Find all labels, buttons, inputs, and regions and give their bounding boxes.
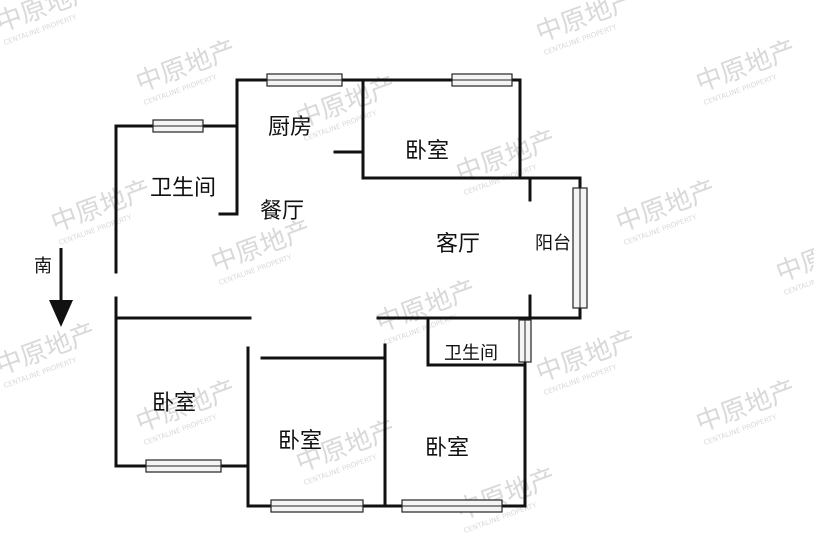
room-label-balcony: 阳台 [535,233,571,254]
window-bath-c [518,319,532,363]
window-kitchen [266,73,343,87]
room-label-bedroom-se: 卧室 [425,436,469,461]
room-label-bath-c: 卫生间 [444,343,498,364]
room-label-bedroom-ne: 卧室 [405,139,449,164]
room-label-bedroom-sw: 卧室 [152,391,196,416]
room-label-bedroom-sc: 卧室 [278,429,322,454]
room-label-kitchen: 厨房 [268,115,312,140]
room-label-bath-w: 卫生间 [150,176,216,201]
window-balcony [572,187,588,309]
wall-bedroom-ne [361,78,532,180]
window-bath-w [152,119,204,133]
watermark-text: 中原地产 [0,0,100,39]
window-bedroom-ne [451,73,513,87]
window-bedroom-sc [270,499,364,513]
room-label-living: 客厅 [436,232,480,257]
compass-arrow-icon [49,248,73,327]
room-label-dining: 餐厅 [260,199,304,224]
compass-label: 南 [34,256,52,277]
windows [145,73,588,513]
window-bedroom-sw [145,459,222,473]
watermark-text: 中原地产 [772,225,814,289]
window-bedroom-se [401,499,503,513]
